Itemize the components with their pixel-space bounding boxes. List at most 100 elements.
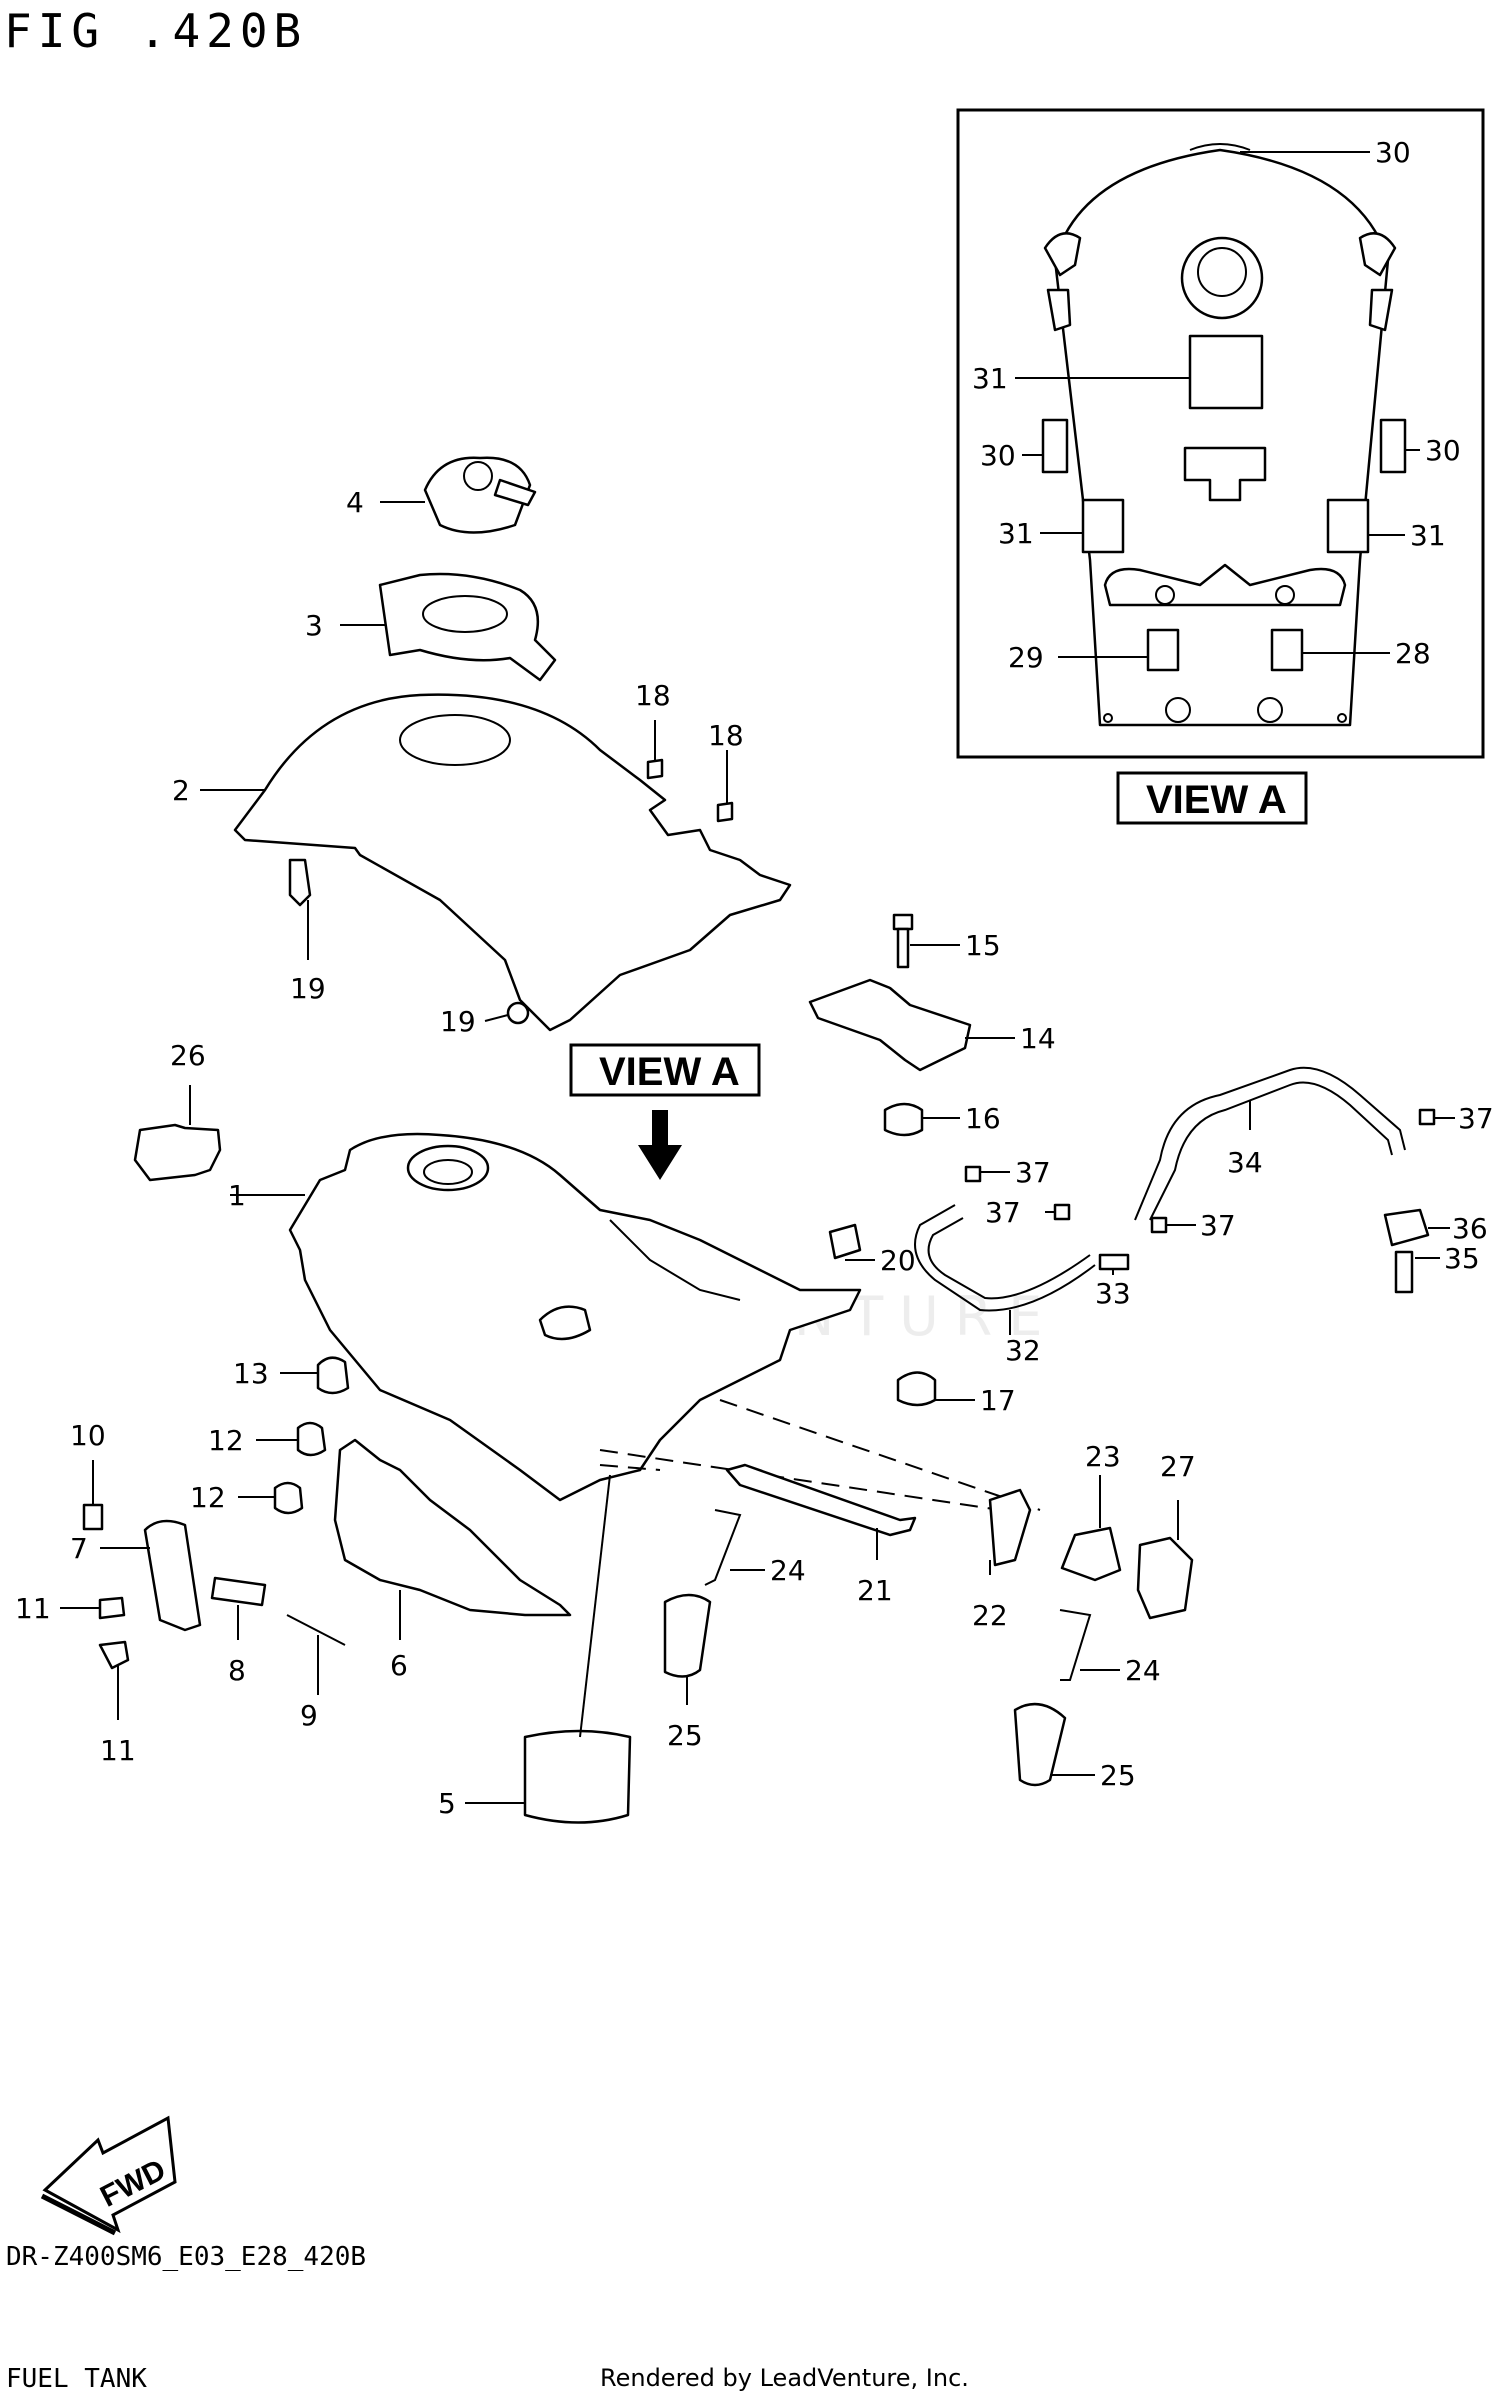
callout-12: 12 (190, 1481, 226, 1514)
part-16-damper: 16 (883, 1102, 1001, 1137)
part-25-guards: 25 25 (663, 1593, 1136, 1792)
callout-37: 37 (985, 1196, 1021, 1229)
pad-30-left (1041, 418, 1069, 474)
part-7-bracket: 7 (70, 1519, 202, 1632)
part-37-clamps: 37 37 37 37 (964, 1102, 1494, 1242)
part-17-damper: 17 (896, 1371, 1016, 1417)
arrow-down-icon (638, 1110, 682, 1180)
callout-6: 6 (390, 1649, 408, 1682)
callout-18: 18 (708, 719, 744, 752)
part-26-bracket: 26 (133, 1039, 222, 1182)
part-11-screws: 11 11 (15, 1592, 136, 1767)
part-12-grommets: 12 12 (190, 1421, 327, 1515)
callout-24: 24 (770, 1554, 806, 1587)
part-36-valve: 36 (1383, 1208, 1488, 1247)
callout-30: 30 (980, 439, 1016, 472)
callout-5: 5 (438, 1787, 456, 1820)
mount-bracket (1103, 563, 1347, 607)
section-name: FUEL TANK (6, 2364, 147, 2394)
filler-ring (1180, 236, 1264, 320)
callout-31: 31 (998, 517, 1034, 550)
callout-14: 14 (1020, 1022, 1056, 1055)
tank-underside (1053, 148, 1390, 727)
part-32-hose: 32 (914, 1204, 1096, 1367)
pad-29 (1146, 628, 1180, 672)
callout-25: 25 (667, 1719, 703, 1752)
view-a-inset: 30 31 30 30 31 31 29 28 (956, 108, 1485, 759)
callout-22: 22 (972, 1599, 1008, 1632)
callout-37: 37 (1015, 1156, 1051, 1189)
callout-9: 9 (300, 1699, 318, 1732)
part-14-bracket: 14 (808, 978, 1056, 1072)
callout-34: 34 (1227, 1146, 1263, 1179)
view-a-caption-text: VIEW A (1146, 778, 1287, 822)
part-22-bracket: 22 (972, 1488, 1032, 1632)
callout-3: 3 (305, 609, 323, 642)
part-3-cap-cover: 3 (305, 572, 557, 682)
diagram-code: DR-Z400SM6_E03_E28_420B (6, 2242, 367, 2272)
pad-31-right (1326, 498, 1370, 554)
pad-31-left (1081, 498, 1125, 554)
callout-2: 2 (172, 774, 190, 807)
callout-16: 16 (965, 1102, 1001, 1135)
part-8-sleeve: 8 (210, 1576, 267, 1687)
part-4-fuel-cap: 4 (346, 456, 537, 534)
callout-23: 23 (1085, 1440, 1121, 1473)
callout-17: 17 (980, 1384, 1016, 1417)
render-credit: Rendered by LeadVenture, Inc. (600, 2364, 969, 2392)
part-9-pin: 9 (286, 1614, 346, 1732)
part-18-clips: 18 18 (635, 679, 744, 823)
part-2-tank-cover: 2 (172, 693, 792, 1032)
callout-25: 25 (1100, 1759, 1136, 1792)
callout-33: 33 (1095, 1277, 1131, 1310)
part-24-clips: 24 24 (704, 1509, 1161, 1687)
part-21-strip: 21 (725, 1463, 917, 1607)
callout-21: 21 (857, 1574, 893, 1607)
part-10-clip: 10 (70, 1419, 106, 1531)
callout-19: 19 (440, 1005, 476, 1038)
callout-20: 20 (880, 1244, 916, 1277)
forward-arrow-icon (42, 2115, 177, 2234)
callout-11: 11 (15, 1592, 51, 1625)
part-15-bolt: 15 (892, 913, 1001, 969)
pad-30-right (1379, 418, 1407, 474)
callout-11: 11 (100, 1734, 136, 1767)
figure-title: FIG .420B (4, 4, 308, 58)
part-19-fasteners: 19 19 (288, 858, 530, 1038)
view-a-pointer: VIEW A (569, 1043, 761, 1180)
callout-26: 26 (170, 1039, 206, 1072)
callout-4: 4 (346, 486, 364, 519)
callout-29: 29 (1008, 641, 1044, 674)
part-1-fuel-tank: 1 (228, 1132, 1041, 1511)
part-5-band: 5 (438, 1474, 632, 1824)
part-33-connector: 33 (1095, 1253, 1131, 1310)
callout-32: 32 (1005, 1334, 1041, 1367)
part-34-hose: 34 (1134, 1066, 1406, 1221)
fwd-arrow: FWD (40, 2115, 177, 2236)
view-a-caption: VIEW A (1116, 771, 1308, 825)
part-27-pad: 27 (1136, 1450, 1196, 1620)
callout-13: 13 (233, 1357, 269, 1390)
callout-27: 27 (1160, 1450, 1196, 1483)
view-a-pointer-text: VIEW A (599, 1050, 740, 1094)
callout-24: 24 (1125, 1654, 1161, 1687)
callout-31: 31 (972, 362, 1008, 395)
part-20-cushion: 20 (828, 1223, 916, 1277)
callout-36: 36 (1452, 1212, 1488, 1245)
inset-frame (956, 108, 1485, 759)
callout-35: 35 (1444, 1242, 1480, 1275)
part-23-cover: 23 (1060, 1440, 1122, 1582)
callout-18: 18 (635, 679, 671, 712)
callout-7: 7 (70, 1532, 88, 1565)
callout-37: 37 (1200, 1209, 1236, 1242)
callout-8: 8 (228, 1654, 246, 1687)
part-35-fitting: 35 (1394, 1242, 1480, 1294)
label-31-center (1188, 334, 1264, 410)
callout-12: 12 (208, 1424, 244, 1457)
part-13-grommet: 13 (233, 1356, 350, 1395)
part-6-heat-shield: 6 (333, 1438, 572, 1682)
callout-15: 15 (965, 929, 1001, 962)
callout-30: 30 (1375, 136, 1411, 169)
callout-28: 28 (1395, 637, 1431, 670)
